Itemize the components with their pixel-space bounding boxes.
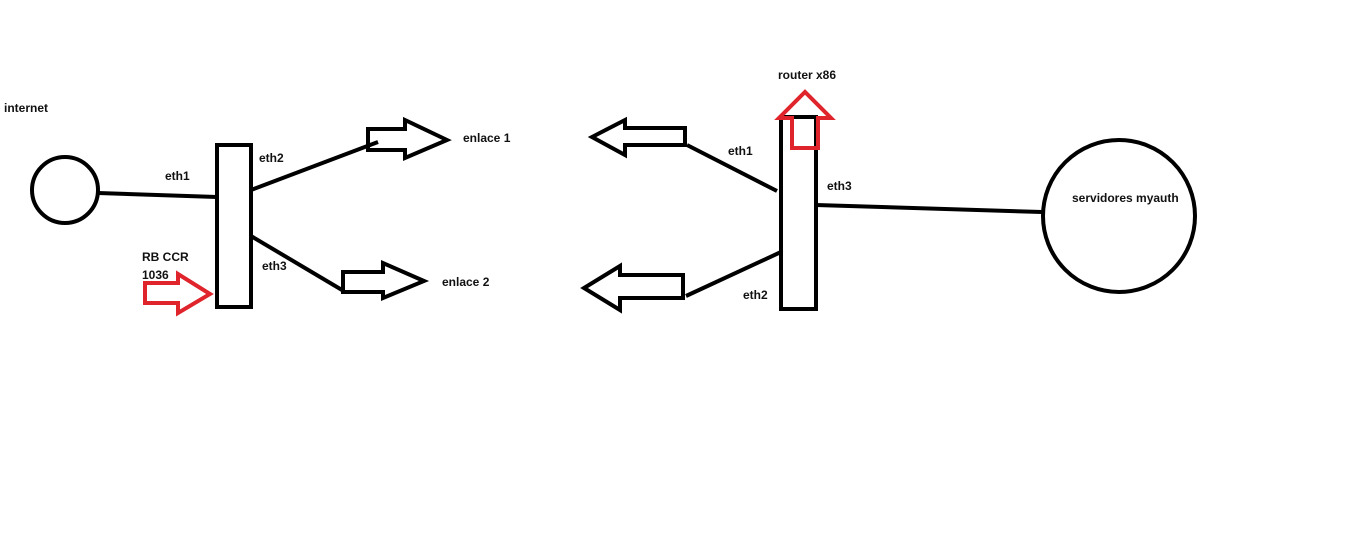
internet-node	[30, 155, 100, 225]
red-arrow-up-icon	[774, 89, 836, 150]
arrow-right-enlace2-icon	[341, 259, 430, 301]
router-eth3-label: eth3	[827, 179, 852, 193]
router-label: router x86	[778, 68, 836, 82]
servers-label: servidores myauth	[1072, 191, 1179, 205]
link-router-eth2	[685, 250, 782, 298]
rb-ccr-router	[215, 143, 253, 309]
link-router-eth1	[686, 143, 778, 193]
enlace2-label: enlace 2	[442, 275, 490, 289]
rb-model-label: 1036	[142, 268, 169, 282]
red-arrow-right-icon	[143, 270, 214, 317]
arrow-left-enlace2-icon	[580, 262, 685, 314]
arrow-right-enlace1-icon	[366, 116, 452, 162]
link-router-servers	[815, 203, 1043, 214]
router-eth1-label: eth1	[728, 144, 753, 158]
rb-name-label: RB CCR	[142, 250, 189, 264]
servers-node	[1041, 138, 1197, 294]
router-eth2-label: eth2	[743, 288, 768, 302]
rb-eth1-label: eth1	[165, 169, 190, 183]
link-rb-eth2	[250, 140, 379, 192]
enlace1-label: enlace 1	[463, 131, 511, 145]
link-rb-eth3	[249, 234, 344, 292]
link-internet-rb	[97, 191, 218, 199]
rb-eth3-label: eth3	[262, 259, 287, 273]
router-x86	[779, 115, 818, 311]
internet-label: internet	[4, 101, 48, 115]
rb-eth2-label: eth2	[259, 151, 284, 165]
arrow-left-enlace1-icon	[587, 116, 687, 159]
